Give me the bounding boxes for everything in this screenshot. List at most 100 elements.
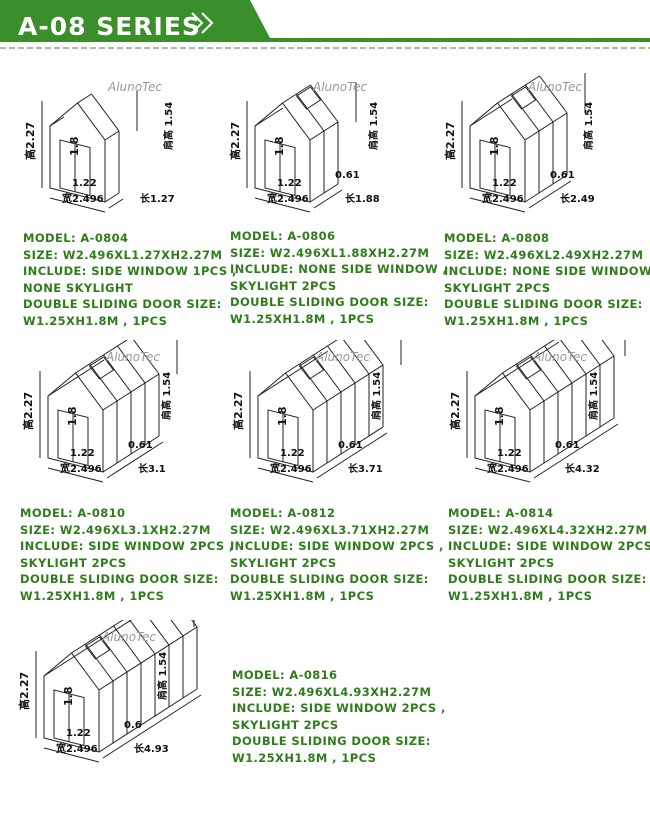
greenhouse-drawing [461,73,586,213]
door-width-label: 1.22 [497,448,522,459]
shoulder-height-label: 肩高 1.54 [372,371,383,420]
spec-include: INCLUDE: SIDE WINDOW 2PCS , [448,539,650,553]
spec-door: DOUBLE SLIDING DOOR SIZE: [448,572,647,586]
width-dimension-label: 宽2.496 [487,464,529,475]
brand: AlunoTec [102,630,156,644]
spec-door: DOUBLE SLIDING DOOR SIZE: [230,572,429,586]
spec-include2: SKYLIGHT 2PCS [230,278,337,293]
spec-include: INCLUDE: SIDE WINDOW 1PCS , [23,264,237,278]
length-dimension-label: 长1.88 [345,194,380,205]
page-title: A-08 SERIES [18,12,201,41]
spec-door-size: W1.25XH1.8M , 1PCS [444,313,589,328]
length-dimension-label: 长2.49 [560,194,595,205]
shoulder-height-label: 肩高 1.54 [162,371,173,420]
spec-include: INCLUDE: SIDE WINDOW 2PCS , [232,701,446,715]
length-dimension-label: 长4.93 [134,744,169,755]
door-height-label: 1.8 [273,136,286,157]
brand: AlunoTec [533,350,587,364]
brand: AlunoTec [528,80,582,94]
spec-model: MODEL: A-0814 [448,506,554,520]
brand: AlunoTec [108,80,162,94]
spec-include: INCLUDE: NONE SIDE WINDOW , [444,264,650,278]
banner-background [0,0,650,49]
gap-dimension-label: 0.6 [124,720,142,731]
spec-door-size: W1.25XH1.8M , 1PCS [23,313,168,328]
brand: AlunoTec [316,350,370,364]
spec-include: INCLUDE: SIDE WINDOW 2PCS , [230,539,444,553]
brand: AlunoTec [106,350,160,364]
greenhouse-drawing [35,587,202,763]
spec-door: DOUBLE SLIDING DOOR SIZE: [232,734,431,748]
height-dimension-label: 高2.27 [232,391,245,430]
spec-size: SIZE: W2.496XL3.1XH2.27M [20,522,211,537]
spec-model: MODEL: A-0806 [230,229,336,243]
door-width-label: 1.22 [66,728,91,739]
shoulder-height-label: 肩高 1.54 [158,651,169,700]
height-dimension-label: 高2.27 [24,121,37,160]
spec-include2: SKYLIGHT 2PCS [444,280,551,295]
width-dimension-label: 宽2.496 [270,464,312,475]
height-dimension-label: 高2.27 [449,391,462,430]
greenhouse-diagram: AlunoTec 高2.27 1.8 1.22 宽2.496 长4.32 肩高 1.54 0.… [445,316,645,488]
spec-door-size: W1.25XH1.8M , 1PCS [230,588,375,603]
spec-include2: SKYLIGHT 2PCS [230,555,337,570]
shoulder-height-label: 肩高 1.54 [369,101,380,150]
door-height-label: 1.8 [68,136,81,157]
width-dimension-label: 宽2.496 [56,744,98,755]
shoulder-height-label: 肩高 1.54 [164,101,175,150]
spec-door: DOUBLE SLIDING DOOR SIZE: [444,297,643,311]
brand: AlunoTec [313,80,367,94]
spec-door-size: W1.25XH1.8M , 1PCS [230,311,375,326]
spec-include2: SKYLIGHT 2PCS [232,717,339,732]
shoulder-height-label: 肩高 1.54 [589,371,600,420]
gap-dimension-label: 0.61 [338,440,363,451]
spec-door: DOUBLE SLIDING DOOR SIZE: [20,572,219,586]
door-width-label: 1.22 [280,448,305,459]
greenhouse-drawing [246,82,357,213]
length-dimension-label: 长3.1 [138,464,166,475]
spec-size: SIZE: W2.496XL4.32XH2.27M [448,522,648,537]
door-width-label: 1.22 [70,448,95,459]
door-height-label: 1.8 [66,406,79,427]
spec-door-size: W1.25XH1.8M , 1PCS [232,750,377,765]
spec-door-size: W1.25XH1.8M , 1PCS [448,588,593,603]
spec-model: MODEL: A-0808 [444,231,550,245]
spec-door: DOUBLE SLIDING DOOR SIZE: [23,297,222,311]
width-dimension-label: 宽2.496 [62,194,104,205]
spec-include: INCLUDE: SIDE WINDOW 2PCS , [20,539,234,553]
gap-dimension-label: 0.61 [335,170,360,181]
width-dimension-label: 宽2.496 [482,194,524,205]
width-dimension-label: 宽2.496 [60,464,102,475]
height-dimension-label: 高2.27 [444,121,457,160]
greenhouse-drawing [249,325,402,483]
spec-door: DOUBLE SLIDING DOOR SIZE: [230,295,429,309]
door-height-label: 1.8 [493,406,506,427]
height-dimension-label: 高2.27 [22,391,35,430]
header-banner: A-08 SERIES [0,0,650,52]
length-dimension-label: 长4.32 [565,464,600,475]
spec-size: SIZE: W2.496XL2.49XH2.27M [444,247,644,262]
greenhouse-drawing [41,91,138,213]
door-width-label: 1.22 [492,178,517,189]
greenhouse-diagram: AlunoTec 高2.27 1.8 1.22 宽2.496 长1.27 肩高 1.54 [20,70,220,218]
width-dimension-label: 宽2.496 [267,194,309,205]
spec-model: MODEL: A-0816 [232,668,338,682]
length-dimension-label: 长1.27 [140,194,175,205]
door-width-label: 1.22 [72,178,97,189]
spec-size: SIZE: W2.496XL1.27XH2.27M [23,247,223,262]
length-dimension-label: 长3.71 [348,464,383,475]
door-width-label: 1.22 [277,178,302,189]
spec-model: MODEL: A-0812 [230,506,336,520]
gap-dimension-label: 0.61 [555,440,580,451]
